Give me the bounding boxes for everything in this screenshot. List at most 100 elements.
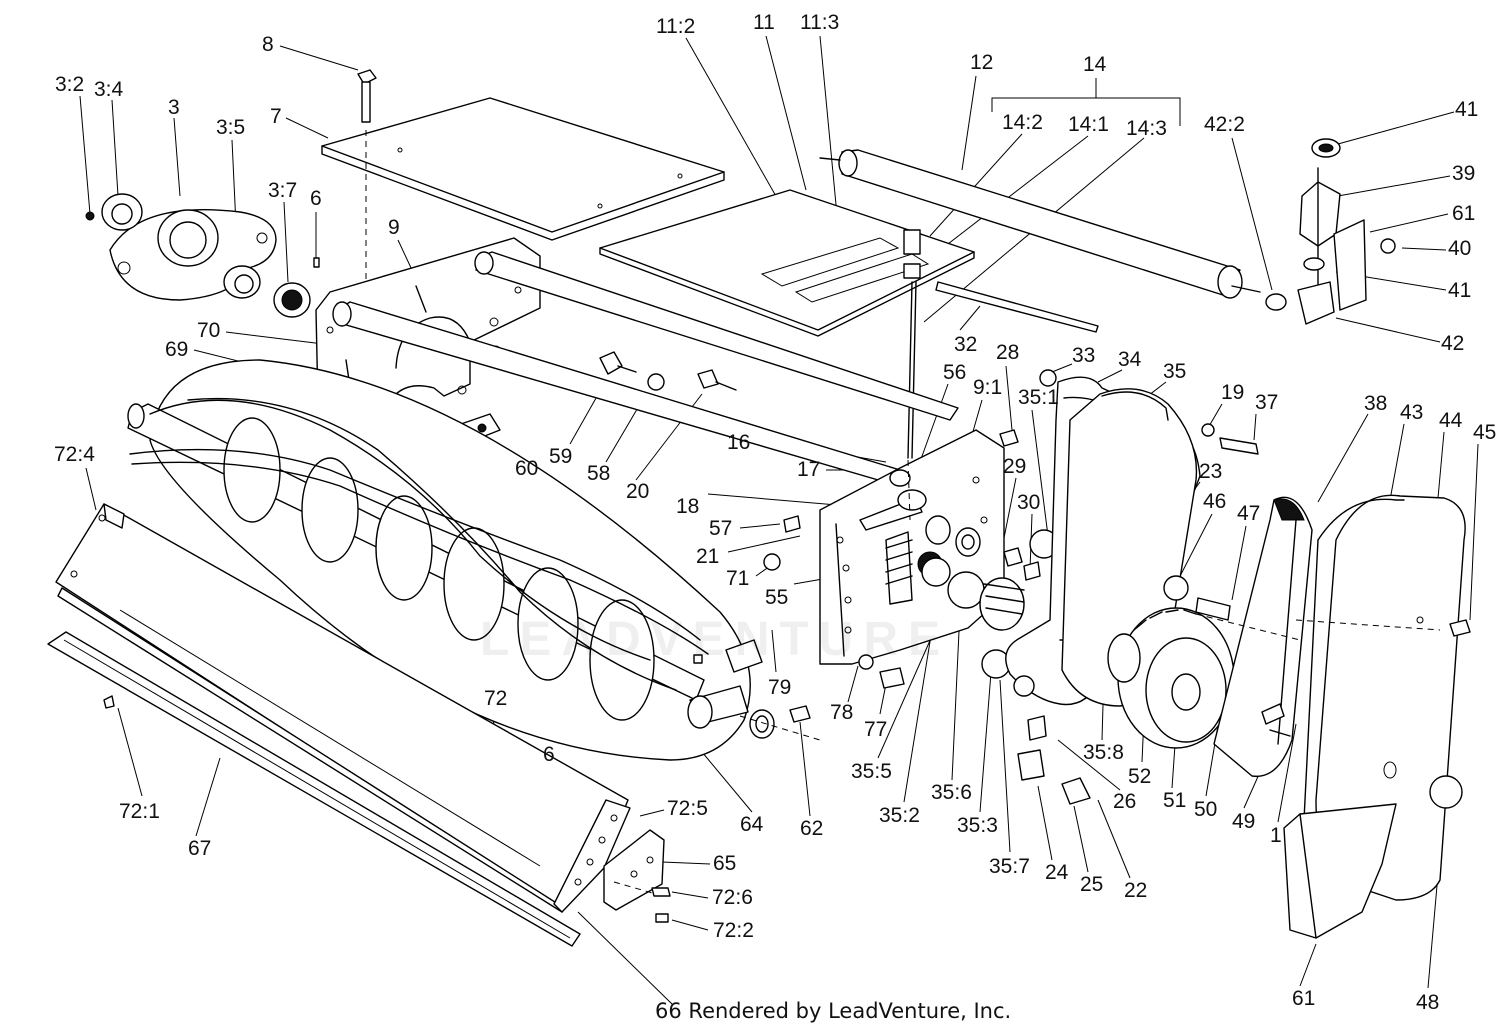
callout-c-49: 49	[1232, 810, 1256, 833]
footer: 66 Rendered by LeadVenture, Inc.	[655, 999, 1011, 1023]
bearing-stack	[925, 429, 1059, 679]
callout-c-32: 32	[954, 333, 978, 356]
callout-c-72-4: 72:4	[54, 443, 95, 466]
callout-c-38: 38	[1364, 392, 1388, 415]
explode-axes	[613, 459, 1441, 895]
callout-c-11-2: 11:2	[656, 15, 696, 38]
callout-c-56: 56	[943, 361, 967, 384]
callout-c-48: 48	[1416, 991, 1440, 1014]
callout-c-72-5: 72:5	[667, 797, 708, 820]
callout-c-39: 39	[1452, 162, 1476, 185]
callout-c-30: 30	[1017, 491, 1041, 514]
top-shield	[321, 97, 725, 241]
height-bracket	[1265, 138, 1396, 325]
callout-c-8: 8	[262, 33, 274, 56]
belt-cover	[1302, 494, 1471, 901]
callout-c-60: 60	[515, 457, 539, 480]
callout-c-37: 37	[1255, 391, 1279, 414]
callout-c-35-3: 35:3	[957, 814, 998, 837]
callout-c-3-7: 3:7	[268, 179, 298, 202]
callout-c-59: 59	[549, 445, 573, 468]
callout-c-78: 78	[830, 701, 854, 724]
callout-c-72-2: 72:2	[713, 919, 754, 942]
callout-c-29: 29	[1003, 455, 1027, 478]
callout-c-24: 24	[1045, 861, 1069, 884]
top-bolt	[357, 69, 377, 312]
callout-c-71: 71	[726, 567, 750, 590]
cutting-reel	[127, 359, 811, 761]
callout-c-14-1: 14:1	[1068, 113, 1109, 136]
callout-c-25: 25	[1080, 873, 1104, 896]
callout-c-44: 44	[1439, 409, 1463, 432]
callout-c-18: 18	[676, 495, 700, 518]
callout-c-79: 79	[768, 676, 792, 699]
callout-c-26: 26	[1113, 790, 1137, 813]
callout-c-35-1: 35:1	[1018, 386, 1059, 409]
callout-c-17: 17	[797, 458, 821, 481]
rear-roller	[819, 149, 1261, 299]
callout-c-34: 34	[1118, 348, 1142, 371]
rear-shield	[599, 189, 975, 337]
callout-c-51: 51	[1163, 789, 1187, 812]
footer-credit: Rendered by LeadVenture, Inc.	[688, 999, 1012, 1023]
callout-c-77: 77	[864, 718, 888, 741]
adjust-rod	[935, 281, 1099, 333]
callout-c-7: 7	[270, 105, 282, 128]
callout-c-21: 21	[696, 545, 720, 568]
callout-c-43: 43	[1400, 401, 1424, 424]
callout-c-35-7: 35:7	[989, 855, 1030, 878]
callout-c-41b: 41	[1448, 279, 1472, 302]
callout-c-35-8: 35:8	[1083, 741, 1124, 764]
callout-c-19: 19	[1221, 381, 1245, 404]
callout-c-55: 55	[765, 586, 789, 609]
callout-c-45: 45	[1473, 421, 1497, 444]
lower-guard	[1283, 803, 1397, 939]
callout-c-20: 20	[626, 480, 650, 503]
callout-c-41a: 41	[1455, 98, 1479, 121]
callout-c-70: 70	[197, 319, 221, 342]
callout-c-3-2: 3:2	[55, 73, 85, 96]
height-adjuster	[903, 229, 921, 459]
callout-c-16: 16	[727, 431, 751, 454]
bearing-housing	[85, 193, 320, 318]
callout-c-72: 72	[484, 687, 508, 710]
callout-c-28: 28	[996, 341, 1020, 364]
callout-c-50: 50	[1194, 798, 1218, 821]
callout-c-3-5: 3:5	[216, 116, 246, 139]
callout-c-57: 57	[709, 517, 733, 540]
callout-c-42-2: 42:2	[1204, 113, 1245, 136]
callout-c-67: 67	[188, 837, 212, 860]
callout-c-62: 62	[800, 817, 824, 840]
callout-c-14-2: 14:2	[1002, 111, 1043, 134]
callout-c-72-6: 72:6	[712, 886, 753, 909]
callout-c-6a: 6	[310, 187, 322, 210]
callout-c-23: 23	[1199, 460, 1223, 483]
callout-c-69: 69	[165, 338, 189, 361]
watermark: LEADVENTURE	[480, 613, 951, 666]
callout-c-1: 1	[1270, 824, 1282, 847]
bedknife	[47, 631, 581, 947]
callout-c-11-3: 11:3	[800, 11, 840, 34]
callout-c-58: 58	[587, 462, 611, 485]
callout-c-47: 47	[1237, 502, 1261, 525]
callout-c-64: 64	[740, 813, 764, 836]
callout-c-52: 52	[1128, 765, 1152, 788]
callout-c-22: 22	[1124, 879, 1148, 902]
lower-fasteners	[858, 654, 1091, 805]
callout-c-11: 11	[753, 11, 775, 34]
callout-c-35-6: 35:6	[931, 781, 972, 804]
callout-c-40: 40	[1448, 237, 1472, 260]
callout-c-9-1: 9:1	[973, 376, 1003, 399]
callout-c-61a: 61	[1452, 202, 1476, 225]
callout-c-6b: 6	[543, 743, 555, 766]
callout-c-9: 9	[388, 216, 400, 239]
callout-c-42: 42	[1441, 332, 1465, 355]
callout-c-3-4: 3:4	[94, 78, 124, 101]
callout-c-35: 35	[1163, 360, 1187, 383]
belt	[1213, 496, 1313, 778]
bedknife-bar	[55, 503, 631, 913]
callout-c-14-3: 14:3	[1126, 117, 1167, 140]
callout-c-12: 12	[970, 51, 994, 74]
